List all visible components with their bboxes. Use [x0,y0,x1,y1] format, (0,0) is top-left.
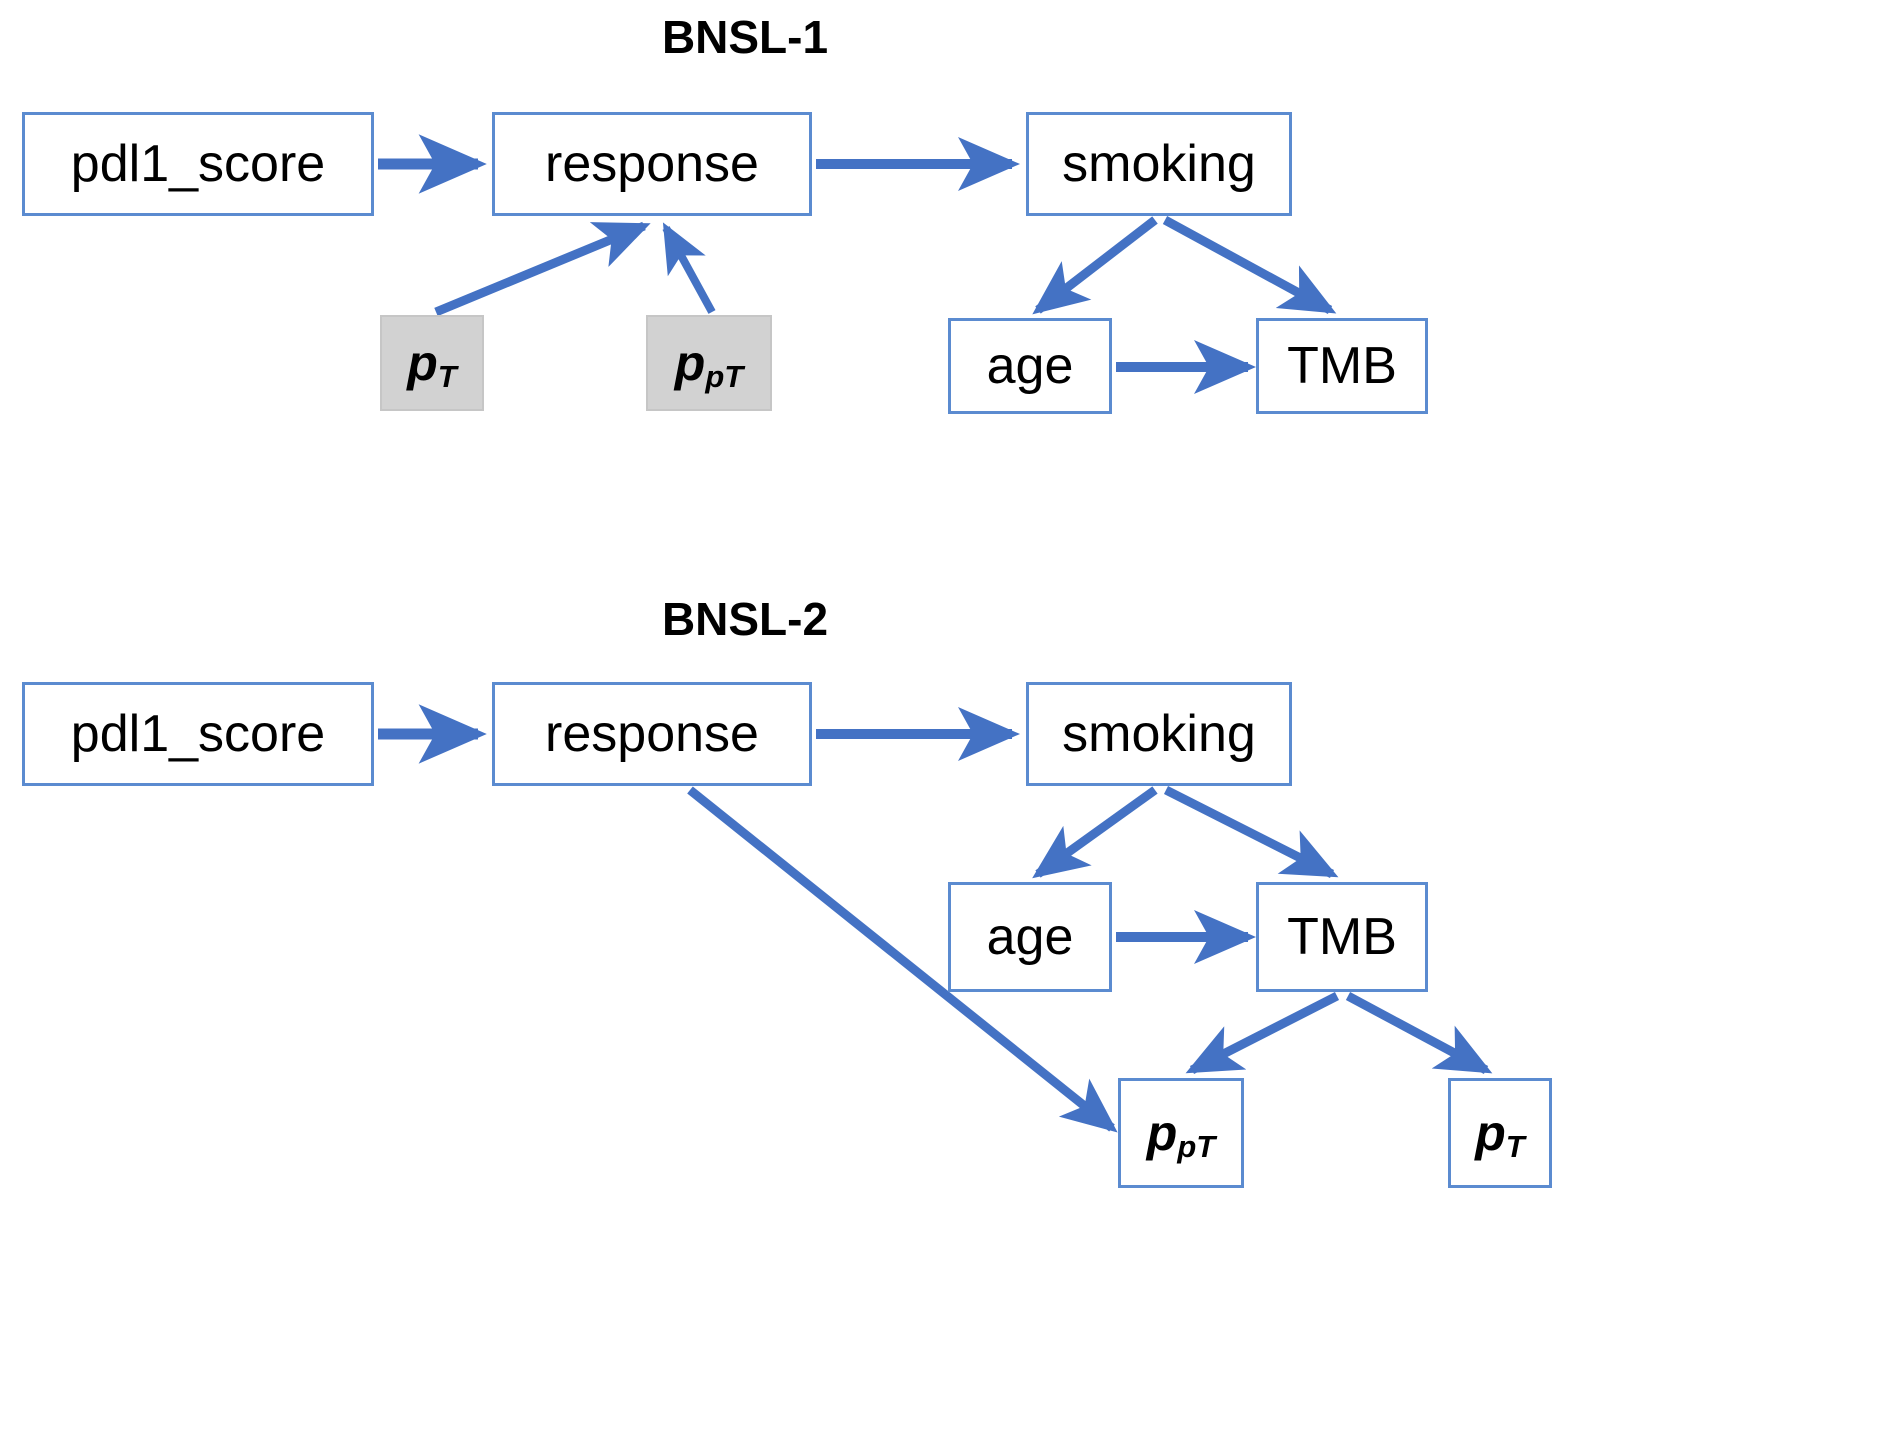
node-label-smoking-2: smoking [1062,705,1256,763]
node-pdl1-score-2[interactable]: pdl1_score [22,682,374,786]
node-label-p-t-1: pT [407,335,456,392]
node-p-pt-2[interactable]: ppT [1118,1078,1244,1188]
edge-tmb-to-pt-2 [1345,992,1493,1074]
node-label-p-t-1-sub: T [437,358,457,394]
node-label-response-1: response [545,135,759,193]
node-label-tmb-2: TMB [1287,908,1397,966]
node-label-smoking-1: smoking [1062,135,1256,193]
node-label-p-t-1-base: p [407,335,438,391]
node-p-pt-1[interactable]: ppT [646,315,772,411]
node-label-p-pt-2-sub: pT [1177,1128,1216,1164]
node-p-t-2[interactable]: pT [1448,1078,1552,1188]
node-label-age-2: age [986,908,1074,966]
node-label-p-t-2: pT [1475,1105,1524,1162]
node-pdl1-score-1[interactable]: pdl1_score [22,112,374,216]
node-label-p-t-2-base: p [1475,1105,1506,1161]
node-response-2[interactable]: response [492,682,812,786]
node-smoking-2[interactable]: smoking [1026,682,1292,786]
node-label-p-pt-2-base: p [1146,1105,1178,1161]
edge-tmb-to-ppt-2 [1185,991,1340,1075]
edge-smoking-to-tmb-2 [1163,785,1339,879]
edge-smoking-to-age-2 [1032,786,1158,879]
node-label-tmb-1: TMB [1287,337,1397,395]
node-label-p-pt-1: ppT [674,335,743,392]
node-label-p-pt-1-base: p [674,335,706,391]
node-tmb-1[interactable]: TMB [1256,318,1428,414]
edge-pt-to-response-1 [434,221,651,317]
node-label-response-2: response [545,705,759,763]
node-label-p-pt-2: ppT [1146,1105,1215,1162]
node-age-1[interactable]: age [948,318,1112,414]
edge-smoking-to-tmb-1 [1162,216,1337,314]
edge-ppt-to-response-1 [662,222,716,314]
node-label-pdl1-score-1: pdl1_score [70,135,326,193]
node-p-t-1[interactable]: pT [380,315,484,411]
edge-smoking-to-age-1 [1032,216,1158,315]
node-smoking-1[interactable]: smoking [1026,112,1292,216]
diagram-title-bnsl-1: BNSL-1 [661,11,829,63]
node-label-pdl1-score-2: pdl1_score [70,705,326,763]
node-tmb-2[interactable]: TMB [1256,882,1428,992]
node-age-2[interactable]: age [948,882,1112,992]
node-label-age-1: age [986,337,1074,395]
node-label-p-t-2-sub: T [1505,1128,1525,1164]
node-response-1[interactable]: response [492,112,812,216]
node-label-p-pt-1-sub: pT [705,358,744,394]
diagram-title-bnsl-2: BNSL-2 [661,593,829,645]
